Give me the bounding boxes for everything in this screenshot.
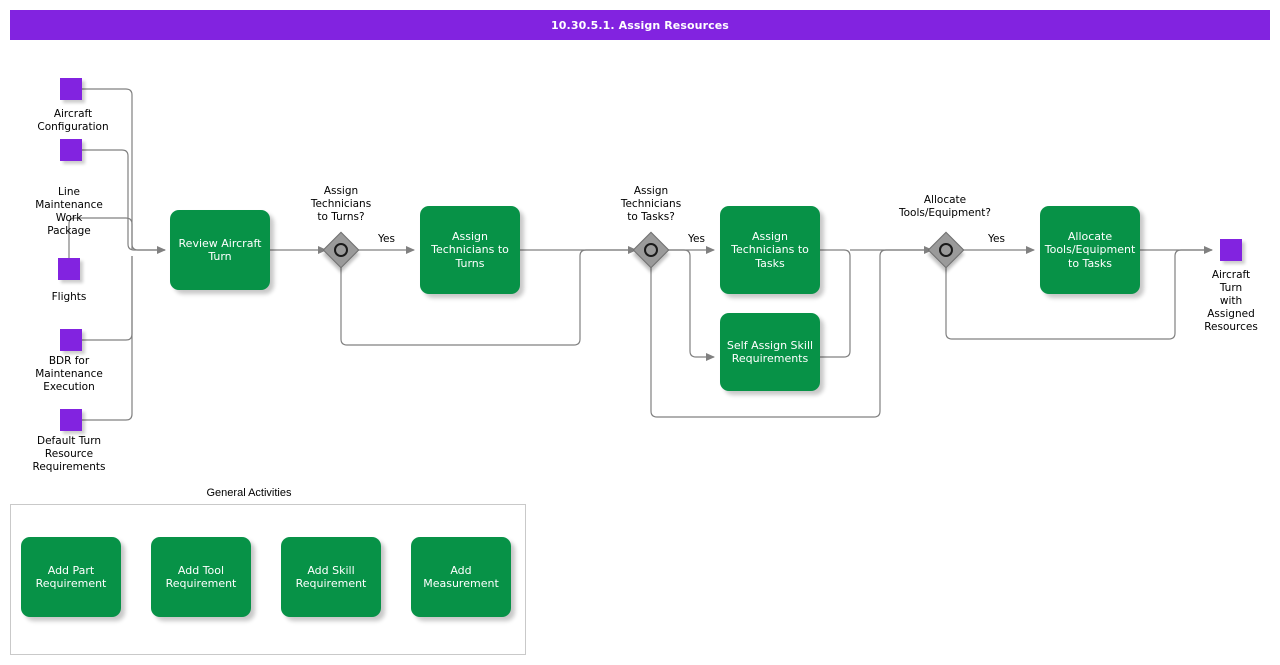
diagram-title-bar: 10.30.5.1. Assign Resources <box>10 10 1270 40</box>
gateway-label-allocate-tools-equipment: Allocate Tools/Equipment? <box>899 194 991 219</box>
edge-label-yes-3: Yes <box>988 233 1005 245</box>
page-title: 10.30.5.1. Assign Resources <box>551 18 729 32</box>
task-review-aircraft-turn[interactable]: Review Aircraft Turn <box>170 210 270 290</box>
task-add-tool-requirement[interactable]: Add Tool Requirement <box>151 537 251 617</box>
gateway-inclusive-icon <box>644 243 658 257</box>
data-object-aircraft-turn-with-assigned-resources[interactable] <box>1220 239 1242 261</box>
data-object-bdr-for-maintenance-execution[interactable] <box>60 329 82 351</box>
data-label-line-maintenance-work-package: Line Maintenance Work Package <box>35 186 103 237</box>
data-object-default-turn-resource-requirements[interactable] <box>60 409 82 431</box>
gateway-inclusive-icon <box>334 243 348 257</box>
task-self-assign-skill-requirements[interactable]: Self Assign Skill Requirements <box>720 313 820 391</box>
task-assign-technicians-to-tasks[interactable]: Assign Technicians to Tasks <box>720 206 820 294</box>
data-label-flights: Flights <box>51 291 87 303</box>
task-add-part-requirement[interactable]: Add Part Requirement <box>21 537 121 617</box>
task-allocate-tools-equipment-to-tasks[interactable]: Allocate Tools/Equipment to Tasks <box>1040 206 1140 294</box>
gateway-label-assign-technicians-to-turns: Assign Technicians to Turns? <box>310 185 372 223</box>
data-object-flights[interactable] <box>58 258 80 280</box>
edge-label-yes-1: Yes <box>378 233 395 245</box>
gateway-inclusive-icon <box>939 243 953 257</box>
data-object-line-maintenance-work-package[interactable] <box>60 139 82 161</box>
task-add-measurement[interactable]: Add Measurement <box>411 537 511 617</box>
data-object-aircraft-configuration[interactable] <box>60 78 82 100</box>
gateway-label-assign-technicians-to-tasks: Assign Technicians to Tasks? <box>620 185 682 223</box>
data-label-aircraft-turn-with-assigned-resources: Aircraft Turn with Assigned Resources <box>1204 269 1258 333</box>
edge-label-yes-2: Yes <box>688 233 705 245</box>
task-assign-technicians-to-turns[interactable]: Assign Technicians to Turns <box>420 206 520 294</box>
data-label-bdr-for-maintenance-execution: BDR for Maintenance Execution <box>35 355 103 393</box>
general-activities-title: General Activities <box>206 487 292 499</box>
data-label-aircraft-configuration: Aircraft Configuration <box>37 108 109 133</box>
general-activities-pool: Add Part Requirement Add Tool Requiremen… <box>10 504 526 655</box>
data-label-default-turn-resource-requirements: Default Turn Resource Requirements <box>32 435 106 473</box>
task-add-skill-requirement[interactable]: Add Skill Requirement <box>281 537 381 617</box>
